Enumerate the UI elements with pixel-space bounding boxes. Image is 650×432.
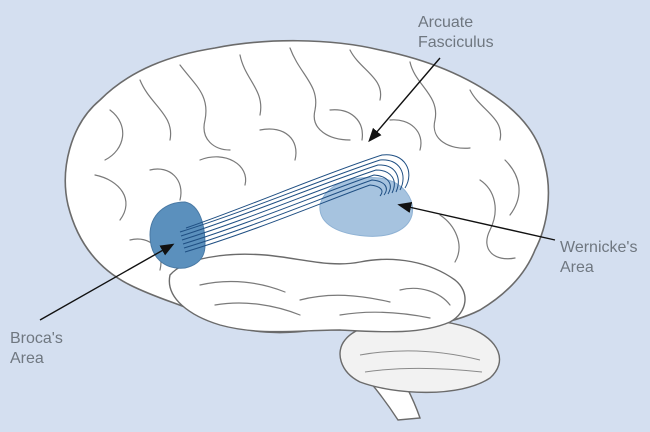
wernicke-label-line1: Wernicke's [560, 238, 637, 258]
temporal-lobe [169, 254, 465, 332]
arcuate-label-line2: Fasciculus [418, 33, 494, 53]
wernicke-area-label: Wernicke's Area [560, 238, 637, 278]
broca-label-line2: Area [10, 349, 63, 369]
arcuate-fasciculus-label: Arcuate Fasciculus [418, 13, 494, 53]
arcuate-label-line1: Arcuate [418, 13, 494, 33]
broca-label-line1: Broca's [10, 329, 63, 349]
broca-area-label: Broca's Area [10, 329, 63, 369]
wernicke-label-line2: Area [560, 258, 637, 278]
